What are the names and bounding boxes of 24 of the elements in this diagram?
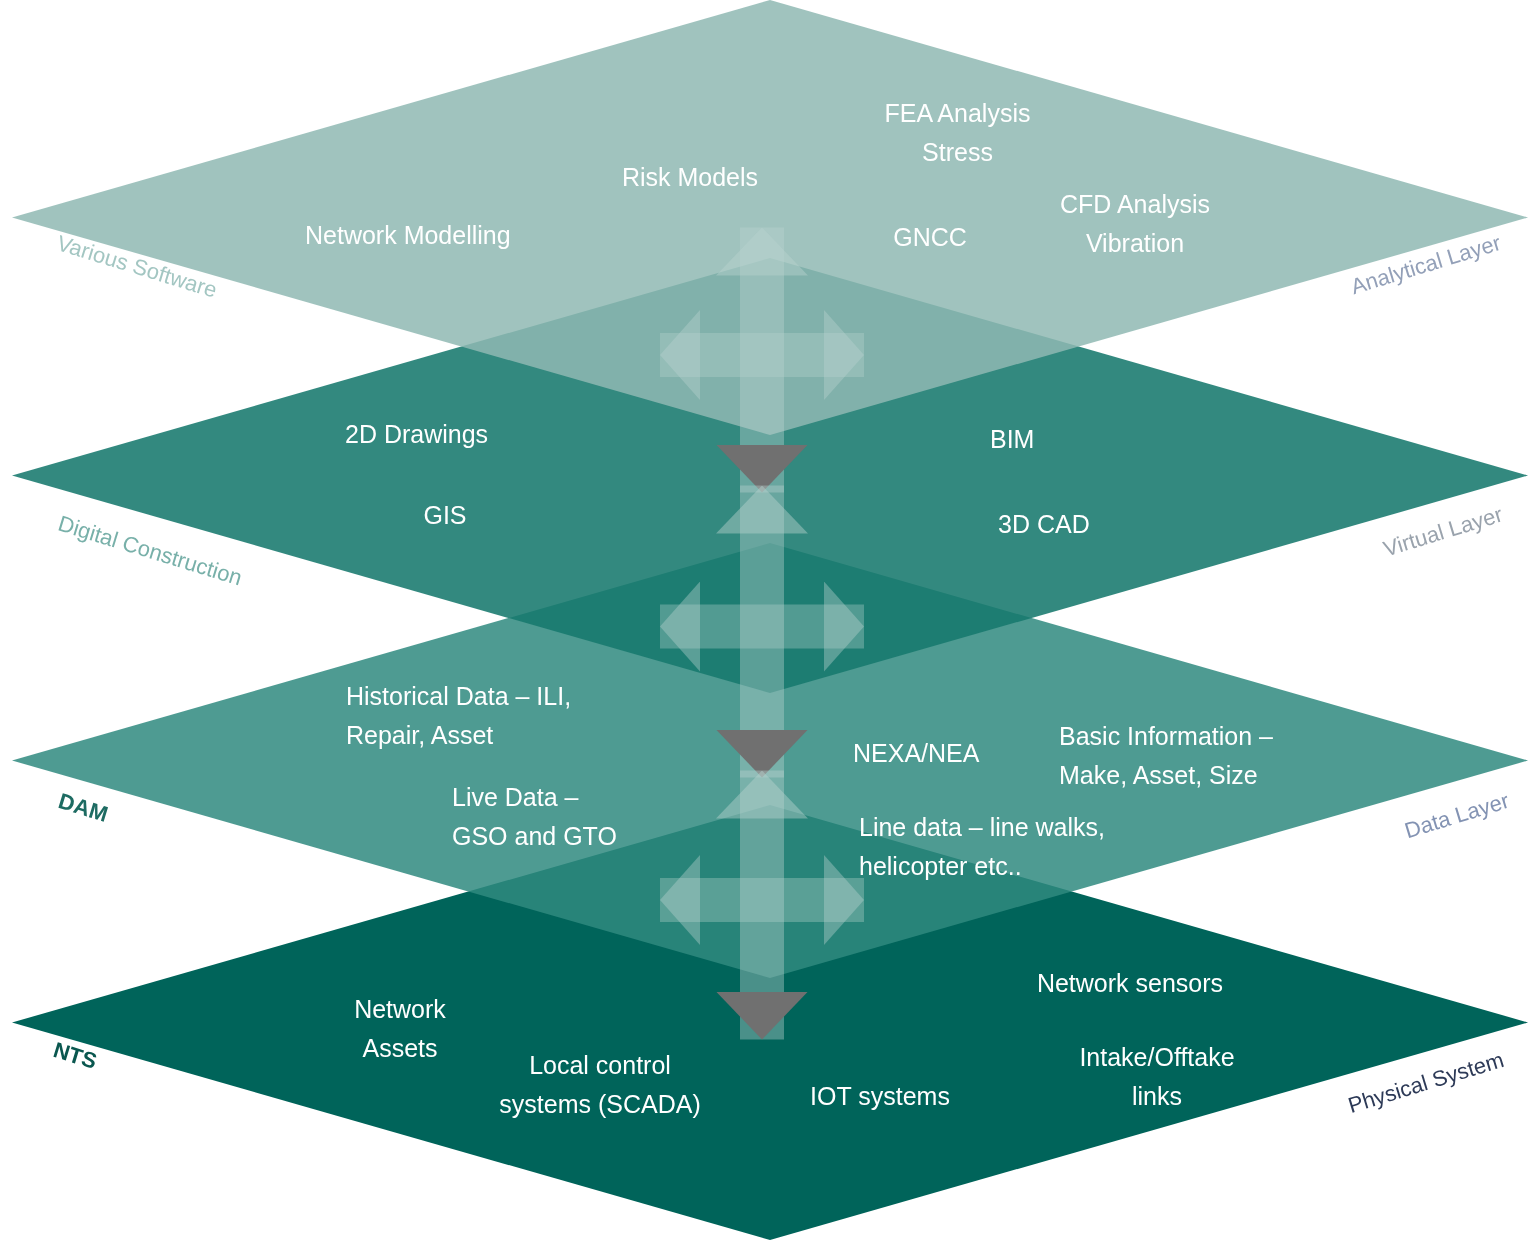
layer-side-label: NTS	[50, 1037, 100, 1075]
layer-item-text: Historical Data – ILI, Repair, Asset	[346, 681, 573, 751]
layer-item-text: Local control systems (SCADA)	[498, 1050, 702, 1120]
layer-item-text: 2D Drawings	[345, 419, 490, 450]
layer-item-text: Network Modelling	[305, 220, 512, 251]
layer-side-label: Virtual Layer	[1380, 501, 1506, 563]
layer-item-text: CFD Analysis Vibration	[1058, 189, 1211, 259]
layer-item-text: 3D CAD	[998, 509, 1091, 540]
layer-item-text: GNCC	[892, 222, 968, 253]
layer-item-text: GIS	[422, 500, 468, 531]
layer-item-text: BIM	[990, 424, 1036, 455]
layer-item-text: Intake/Offtake links	[1078, 1042, 1236, 1112]
layer-item-text: Line data – line walks, helicopter etc..	[859, 812, 1106, 882]
layer-item-text: Risk Models	[620, 162, 760, 193]
layer-side-label: Data Layer	[1401, 787, 1513, 845]
layer-side-label: DAM	[55, 788, 111, 828]
layer-item-text: Network Assets	[353, 994, 447, 1064]
layer-item-text: FEA Analysis Stress	[883, 98, 1032, 168]
layer-item-text: Basic Information – Make, Asset, Size	[1059, 721, 1274, 791]
layer-item-text: Network sensors	[1035, 968, 1225, 999]
layer-item-text: IOT systems	[809, 1081, 951, 1112]
layer-item-text: Live Data – GSO and GTO	[452, 782, 618, 852]
layer-link-arrow	[716, 770, 808, 1040]
layer-item-text: NEXA/NEA	[853, 738, 981, 769]
